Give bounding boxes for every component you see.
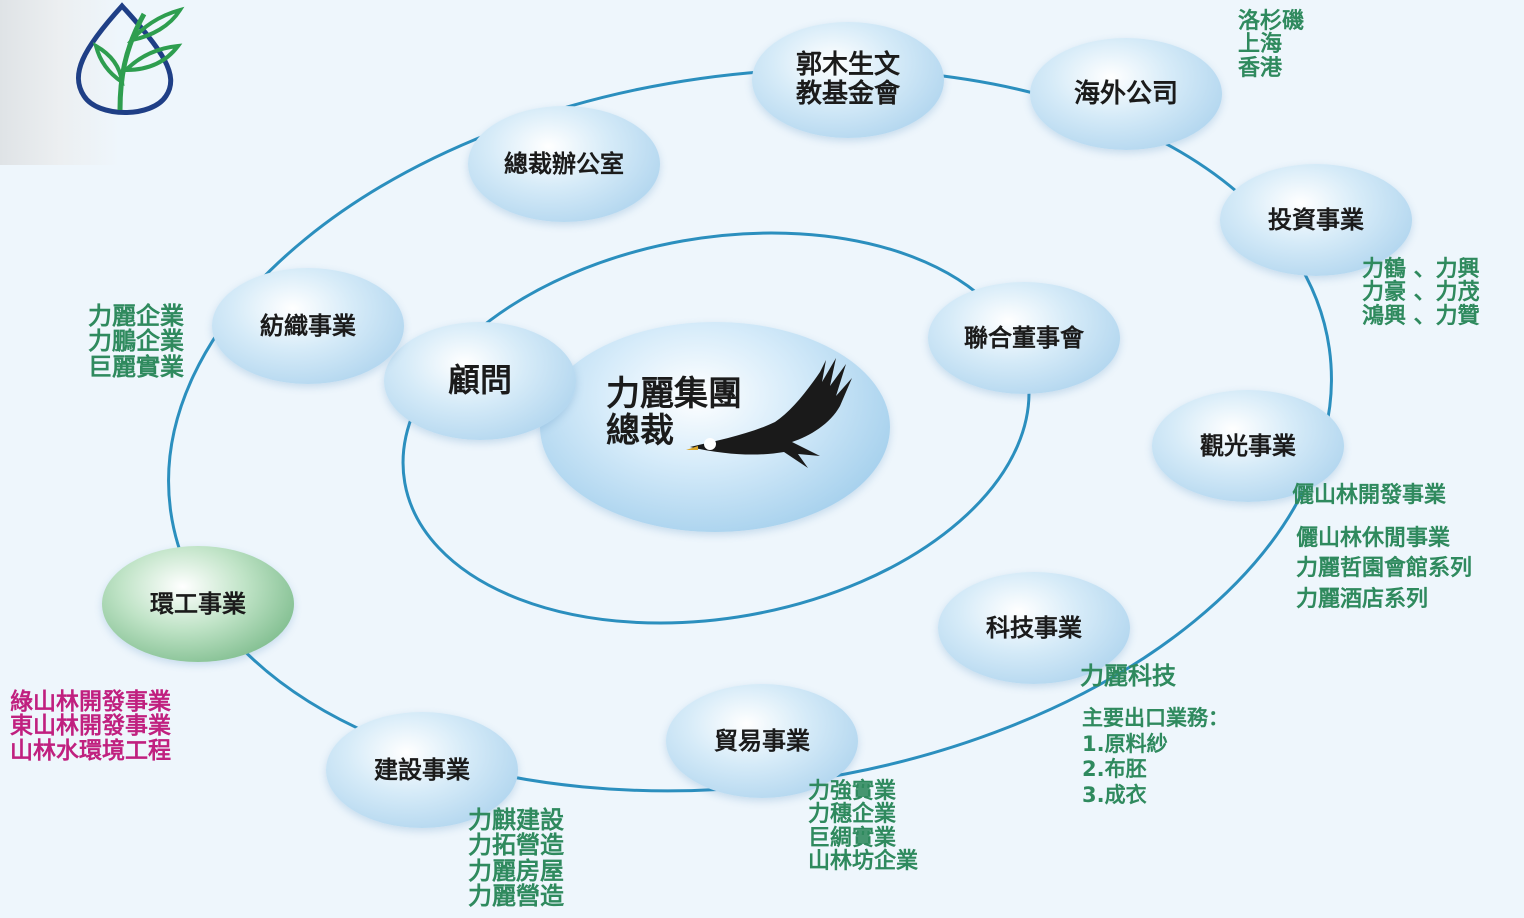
foundation-label: 郭木生文 教基金會 <box>795 50 900 109</box>
advisor-label: 顧問 <box>447 361 512 400</box>
investment-label: 投資事業 <box>1268 205 1364 234</box>
technology-label: 科技事業 <box>986 613 1082 642</box>
textile-label: 紡織事業 <box>260 311 356 340</box>
node-board[interactable]: 聯合董事會 <box>928 282 1120 394</box>
president-office-label: 總裁辦公室 <box>504 149 624 178</box>
chairman-label: 力麗集團 總裁 <box>606 374 742 451</box>
leaf-drop-logo-icon <box>75 2 185 115</box>
environmental-subsidiaries: 綠山林開發事業 東山林開發事業 山林水環境工程 <box>10 689 171 764</box>
tourism-subsidiary-lead: 儷山林開發事業 <box>1292 483 1447 508</box>
construction-label: 建設事業 <box>374 755 470 784</box>
node-overseas[interactable]: 海外公司 <box>1030 38 1222 150</box>
overseas-label: 海外公司 <box>1073 78 1178 109</box>
eagle-icon <box>686 358 852 468</box>
trade-subsidiaries: 力強實業 力穗企業 巨綢實業 山林坊企業 <box>808 779 919 874</box>
node-chairman[interactable]: 力麗集團 總裁 <box>540 322 890 532</box>
node-advisor[interactable]: 顧問 <box>384 322 576 440</box>
overseas-subsidiaries: 洛杉磯 上海 香港 <box>1238 9 1305 81</box>
board-label: 聯合董事會 <box>964 323 1084 352</box>
node-construction[interactable]: 建設事業 <box>326 712 518 828</box>
construction-subsidiaries: 力麒建設 力拓營造 力麗房屋 力麗營造 <box>468 806 564 911</box>
technology-subsidiary: 力麗科技 <box>1080 662 1176 690</box>
node-investment[interactable]: 投資事業 <box>1220 164 1412 276</box>
corner-fade <box>0 0 120 165</box>
tourism-subsidiaries: 儷山林休閒事業 力麗哲園會館系列 力麗酒店系列 <box>1296 526 1473 612</box>
node-technology[interactable]: 科技事業 <box>938 572 1130 684</box>
node-trade[interactable]: 貿易事業 <box>666 684 858 798</box>
tourism-label: 觀光事業 <box>1200 431 1296 460</box>
node-textile[interactable]: 紡織事業 <box>212 268 404 384</box>
trade-label: 貿易事業 <box>714 726 810 755</box>
environmental-label: 環工事業 <box>150 589 246 618</box>
technology-exports: 主要出口業務： 1.原料紗 2.布胚 3.成衣 <box>1082 706 1229 807</box>
node-tourism[interactable]: 觀光事業 <box>1152 390 1344 502</box>
node-president-office[interactable]: 總裁辦公室 <box>468 106 660 222</box>
node-environmental[interactable]: 環工事業 <box>102 546 294 662</box>
investment-subsidiaries: 力鶴 、力興 力豪 、力茂 鴻興 、力贊 <box>1362 257 1480 329</box>
node-foundation[interactable]: 郭木生文 教基金會 <box>752 22 944 138</box>
textile-subsidiaries: 力麗企業 力鵬企業 巨麗實業 <box>88 302 184 381</box>
